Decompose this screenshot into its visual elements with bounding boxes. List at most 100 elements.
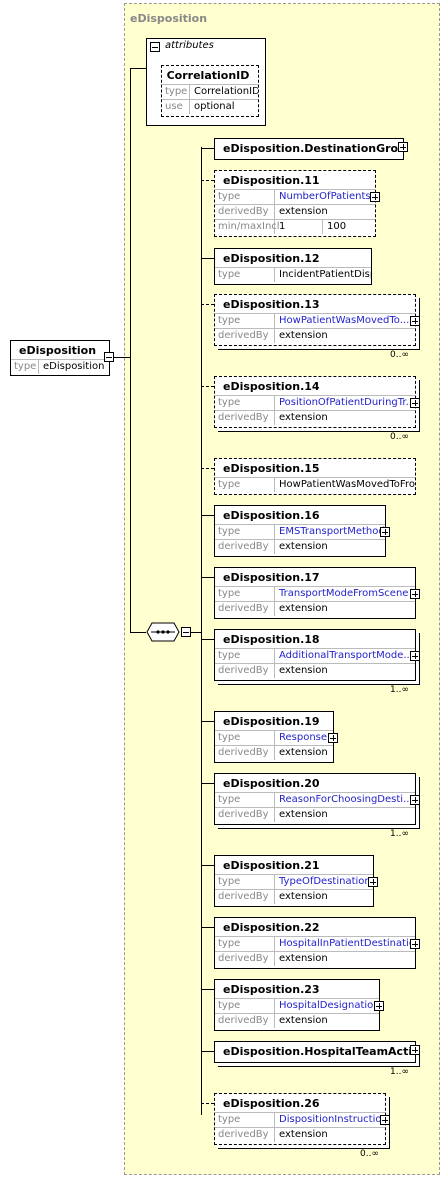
expand-icon[interactable]	[410, 316, 420, 326]
element-e5[interactable]: eDisposition.14 type PositionOfPatientDuri…	[214, 376, 416, 428]
row-value: extension	[279, 747, 328, 758]
expand-icon[interactable]	[370, 192, 380, 202]
element-e4[interactable]: eDisposition.13 type HowPatientWasMovedTo.…	[214, 294, 416, 346]
expand-icon[interactable]	[398, 142, 408, 152]
row-key: derivedBy	[215, 540, 275, 554]
row-key: min/maxIncl	[215, 220, 280, 234]
row-key: derivedBy	[215, 808, 275, 822]
row-key: type	[215, 731, 275, 745]
element-name: eDisposition.17	[223, 571, 320, 584]
element-row: type Response	[215, 730, 333, 745]
element-name: eDisposition.11	[223, 174, 320, 187]
cardinality-label: 0..∞	[390, 350, 409, 360]
expand-icon[interactable]	[368, 877, 378, 887]
collapse-attributes-icon[interactable]	[150, 42, 160, 52]
connector	[114, 357, 130, 358]
element-name: eDisposition.26	[223, 1097, 320, 1110]
expand-icon[interactable]	[410, 589, 420, 599]
row-key: type	[215, 314, 275, 328]
row-value[interactable]: Response	[279, 732, 328, 743]
cardinality-label: 1..∞	[390, 1067, 409, 1077]
element-row: typeIncidentPatientDisposition	[215, 267, 371, 282]
row-key: derivedBy	[215, 1014, 275, 1028]
row-key: derivedBy	[215, 1128, 275, 1142]
element-e15[interactable]: eDisposition.HospitalTeamActi...	[214, 1041, 416, 1063]
collapse-root-icon[interactable]	[104, 352, 114, 362]
row-value[interactable]: PositionOfPatientDuringTr...	[279, 397, 415, 408]
element-name: eDisposition.13	[223, 298, 320, 311]
row-key: type	[215, 478, 275, 492]
row-value[interactable]: ReasonForChoosingDesti...	[279, 794, 413, 805]
element-e3[interactable]: eDisposition.12 typeIncidentPatientDispos…	[214, 248, 372, 285]
sequence-compositor[interactable]	[146, 622, 180, 642]
connector	[201, 1103, 214, 1104]
element-row: derivedBy extension	[215, 745, 333, 760]
row-value[interactable]: HospitalDesignation	[279, 1000, 379, 1011]
connector	[201, 148, 214, 149]
connector	[201, 721, 214, 722]
expand-icon[interactable]	[374, 1001, 384, 1011]
element-e2[interactable]: eDisposition.11 type NumberOfPatients deriv…	[214, 170, 376, 237]
root-type-key: type	[11, 360, 39, 374]
row-key: derivedBy	[215, 746, 275, 760]
expand-icon[interactable]	[410, 1045, 420, 1055]
row-value[interactable]: TypeOfDestination	[279, 876, 371, 887]
expand-icon[interactable]	[410, 398, 420, 408]
expand-icon[interactable]	[410, 795, 420, 805]
connector	[130, 68, 131, 632]
row-value: extension	[279, 809, 328, 820]
row-key: derivedBy	[215, 952, 275, 966]
expand-icon[interactable]	[410, 939, 420, 949]
attribute-type-value: CorrelationID	[194, 86, 258, 97]
expand-icon[interactable]	[328, 733, 338, 743]
row-key: type	[215, 190, 275, 204]
expand-icon[interactable]	[410, 651, 420, 661]
row-value[interactable]: HowPatientWasMovedTo...	[279, 315, 410, 326]
row-value[interactable]: HospitalInPatientDestination	[279, 938, 415, 949]
row-key: type	[215, 396, 275, 410]
connector	[201, 1051, 214, 1052]
row-value: extension	[279, 665, 328, 676]
connector	[201, 180, 214, 181]
element-e1[interactable]: eDisposition.DestinationGroup	[214, 138, 404, 160]
row-value[interactable]: AdditionalTransportMode...	[279, 650, 413, 661]
complex-type-title: eDisposition	[130, 12, 208, 25]
connector	[201, 927, 214, 928]
expand-icon[interactable]	[380, 1115, 390, 1125]
row-value: IncidentPatientDisposition	[279, 269, 371, 280]
element-name: eDisposition.12	[223, 252, 320, 265]
row-value[interactable]: DispositionInstruction	[279, 1114, 385, 1125]
row-value[interactable]: NumberOfPatients	[279, 191, 371, 202]
row-key: type	[215, 875, 275, 889]
element-name: eDisposition.22	[223, 921, 320, 934]
row-value[interactable]: EMSTransportMethod	[279, 526, 385, 537]
element-name: eDisposition.14	[223, 380, 320, 393]
row-key: type	[215, 999, 275, 1013]
row-value: extension	[279, 1129, 328, 1140]
element-row: derivedBy extension	[215, 807, 415, 822]
connector	[201, 865, 214, 866]
expand-icon[interactable]	[380, 527, 390, 537]
attribute-type-key: type	[162, 85, 190, 99]
collapse-sequence-icon[interactable]	[181, 627, 191, 637]
row-value[interactable]: TransportModeFromScene	[279, 588, 409, 599]
